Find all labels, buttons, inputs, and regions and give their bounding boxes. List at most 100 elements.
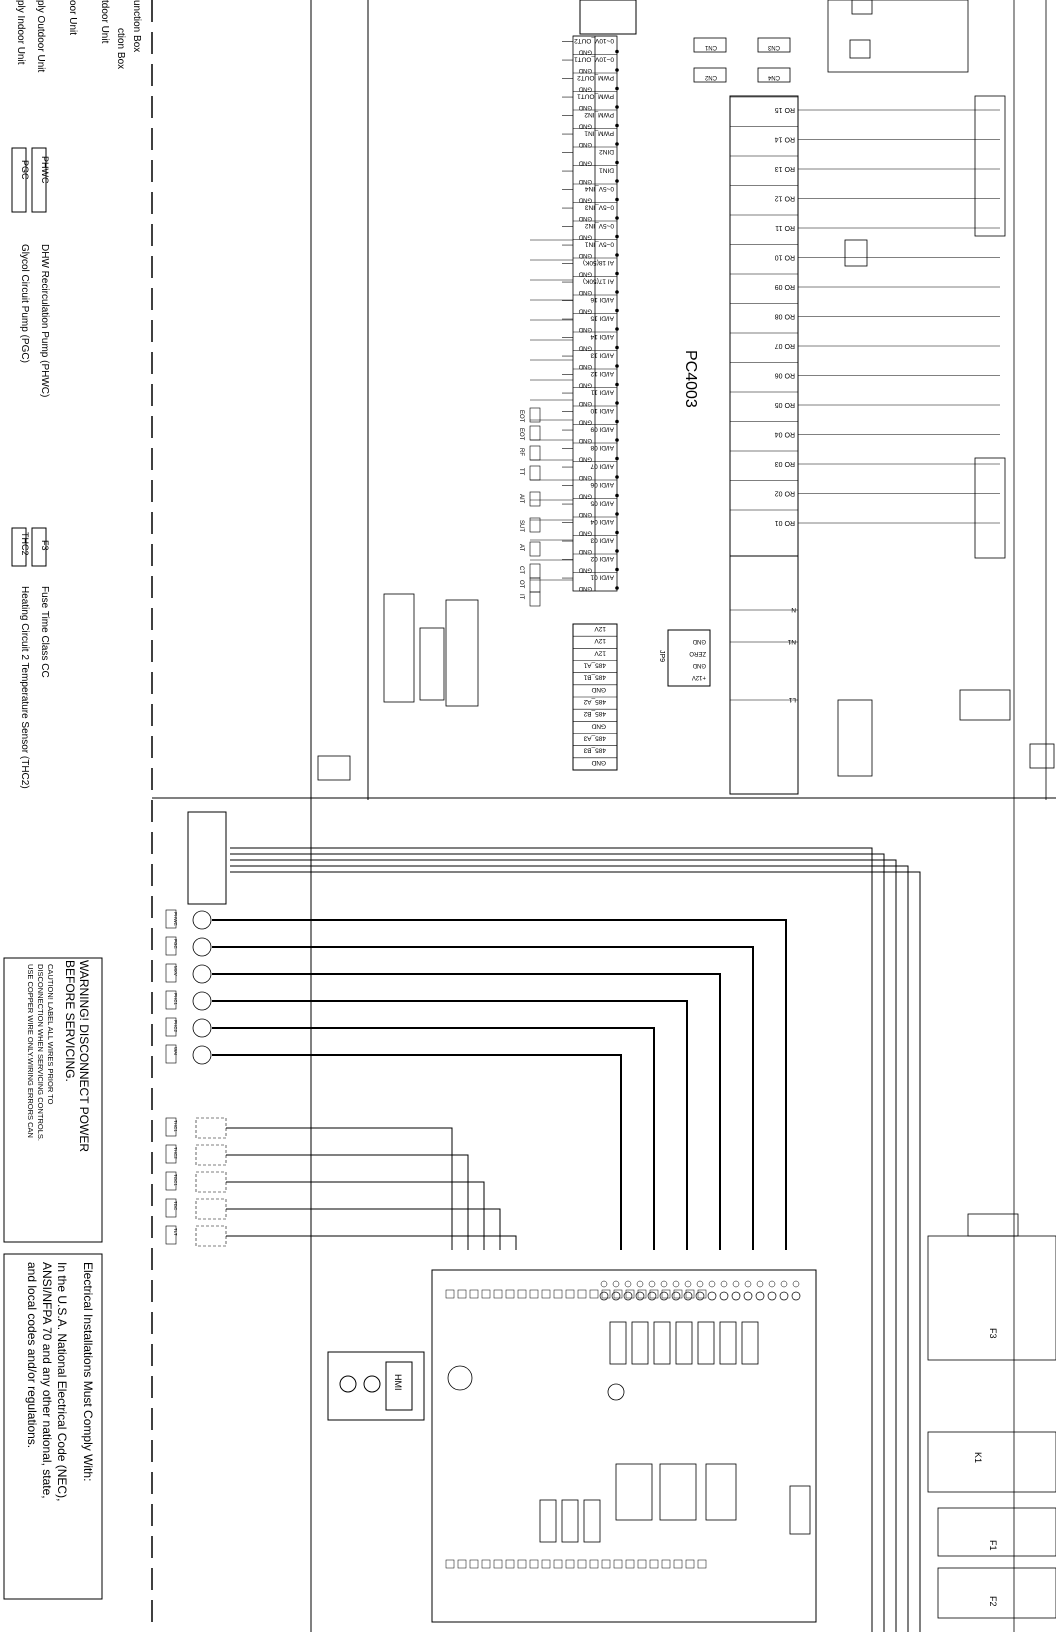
legend-item-1: ction Box (115, 28, 126, 69)
legend-item-5: ply Indoor Unit (15, 0, 26, 65)
pc-gnd-label: GND (578, 363, 592, 369)
power-supply-label: +12V (692, 674, 706, 680)
caution-line-3: USE COPPER WIRE ONLY.WIRING ERRORS CAN (26, 964, 35, 1138)
pc-comm-label: 485_A3 (583, 735, 606, 742)
cn-label: CN3 (767, 44, 780, 50)
relay-output-label: RO 08 (775, 313, 795, 320)
hmi-panel (327, 1351, 425, 1421)
warning-title-2: BEFORE SERVICING. (63, 960, 77, 1082)
pc-gnd-label: GND (578, 308, 592, 314)
abbrev-code-2: F3 (40, 540, 50, 551)
cn-label: CN4 (767, 74, 780, 80)
pc-input-label: AI/DI 14 (590, 333, 614, 340)
caution-line-1: CAUTION! LABEL ALL WIRES PRIOR TO (46, 964, 55, 1105)
pc-input-label: AI/DI 12 (590, 370, 614, 377)
input-tag: PHC2 (173, 1020, 178, 1033)
pc-input-label: PWM_OUT2 (577, 74, 614, 81)
sensor-label: AIT (518, 494, 524, 504)
pc-input-label: AI/DI 04 (590, 518, 614, 525)
relay-output-label: RO 12 (775, 195, 795, 202)
relay-output-label: RO 14 (775, 136, 795, 143)
relay-terminal-label: N (791, 606, 796, 613)
pc-gnd-label: GND (578, 289, 592, 295)
pc-input-label: AI/DI 02 (590, 555, 614, 562)
abbrev-code-0: PHWC (40, 156, 50, 184)
sensor-tag: TDC (173, 1201, 178, 1211)
pc-input-label: 0~10V_OUT2 (574, 37, 614, 44)
relay-output-label: RO 09 (775, 283, 795, 290)
pc-input-label: AI/DI 06 (590, 481, 614, 488)
pc-gnd-label: GND (578, 271, 592, 277)
pc-input-label: AI/DI 08 (590, 444, 614, 451)
relay-output-label: RO 10 (775, 254, 795, 261)
pc-gnd-label: GND (578, 474, 592, 480)
input-tag: MXV (173, 966, 178, 976)
board-label: PC4003 (682, 350, 699, 408)
contactor-label: F3 (988, 1328, 998, 1339)
contactor-label: K1 (973, 1452, 983, 1463)
pc-comm-label: 12V (594, 649, 606, 656)
pc-input-label: AI/DI 01 (590, 574, 614, 581)
sensor-tag: THC1 (173, 1120, 178, 1132)
sensor-label: EOT (518, 410, 524, 423)
cn-label: CN2 (704, 74, 717, 80)
abbrev-text-2: Fuse Time Class CC (39, 586, 50, 678)
legend-item-3: oor Unit (67, 0, 78, 35)
pc-input-label: AI/DI 03 (590, 537, 614, 544)
pc-input-label: AI/DI 11 (591, 389, 614, 396)
pc-input-label: DIN2 (599, 148, 614, 155)
abbrev-text-3: Heating Circuit 2 Temperature Sensor (TH… (19, 586, 30, 789)
pc-gnd-label: GND (578, 326, 592, 332)
pc-comm-label: GND (591, 722, 606, 729)
input-tag: WAI (173, 1047, 178, 1055)
sensor-label: CT (518, 566, 524, 574)
pc-gnd-label: GND (578, 252, 592, 258)
pc-input-label: PWM_OUT1 (577, 93, 614, 100)
pc-input-label: AI/DI 13 (590, 352, 614, 359)
pc-gnd-label: GND (578, 400, 592, 406)
pc-gnd-label: GND (578, 67, 592, 73)
sensor-label: IT (518, 594, 524, 600)
cn-label: CN1 (704, 44, 717, 50)
abbrev-code-1: PGC (20, 160, 30, 180)
compliance-line-4: and local codes and/or regulations. (25, 1262, 39, 1448)
pc-comm-label: GND (591, 759, 606, 766)
pc-gnd-label: GND (578, 141, 592, 147)
input-tag: PGC (173, 939, 178, 950)
pc-input-label: AI/DI 10 (590, 407, 614, 414)
pc-comm-label: 485_B2 (583, 710, 606, 717)
pc-gnd-label: GND (578, 382, 592, 388)
legend-item-4: ply Outdoor Unit (35, 0, 46, 72)
pc-gnd-label: GND (578, 548, 592, 554)
abbrev-code-3: THC2 (20, 532, 30, 556)
pc-input-label: AI 17(50K) (583, 278, 614, 285)
pc-gnd-label: GND (578, 437, 592, 443)
pc-gnd-label: GND (578, 104, 592, 110)
pc-gnd-label: GND (578, 160, 592, 166)
relay-output-label: RO 06 (775, 372, 795, 379)
relay-output-label: RO 13 (775, 165, 795, 172)
compliance-line-1: Electrical Installations Must Comply Wit… (81, 1262, 95, 1481)
pc-input-label: AI 18(50K) (583, 259, 614, 266)
pc-input-label: AI/DI 05 (590, 500, 614, 507)
input-tag: PHC1 (173, 993, 178, 1006)
sensor-tag: THC2 (173, 1147, 178, 1159)
pc-gnd-label: GND (578, 345, 592, 351)
pc-gnd-label: GND (578, 178, 592, 184)
pc-gnd-label: GND (578, 585, 592, 591)
relay-terminal-label: N1 (787, 638, 796, 645)
legend-code-boxes (11, 147, 47, 567)
relay-output-label: RO 07 (775, 342, 795, 349)
hmi-label: HMI (393, 1374, 403, 1391)
caution-line-2: DISCONNECTION WHEN SERVICING CONTROLS. (36, 964, 45, 1141)
sensor-tag: TOC1 (173, 1174, 178, 1186)
pc-gnd-label: GND (578, 234, 592, 240)
contactor-label: F2 (988, 1596, 998, 1607)
abbrev-text-0: DHW Recirculation Pump (PHWC) (39, 244, 50, 397)
pc-comm-label: 485_A2 (583, 698, 606, 705)
pc-input-label: PWM_IN2 (584, 111, 614, 118)
legend-item-0: unction Box (131, 0, 142, 52)
relay-output-label: RO 11 (775, 224, 795, 231)
